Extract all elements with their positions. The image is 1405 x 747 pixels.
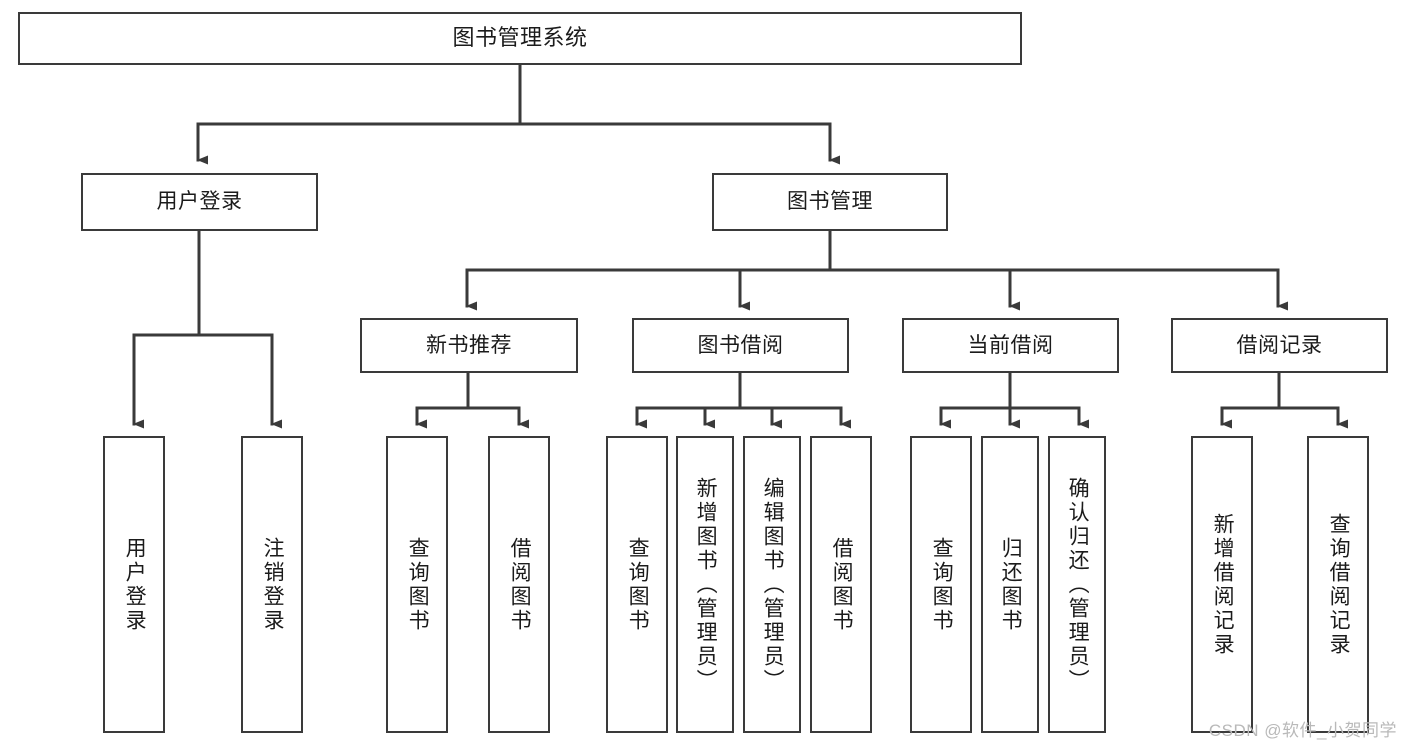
leaf-query-record[interactable]: 查询借阅记录 bbox=[1307, 436, 1369, 733]
leaf-query-book-1[interactable]: 查询图书 bbox=[386, 436, 448, 733]
leaf-query-book-1-label: 查询图书 bbox=[406, 536, 430, 633]
leaf-borrow-book-1[interactable]: 借阅图书 bbox=[488, 436, 550, 733]
node-current-borrow[interactable]: 当前借阅 bbox=[902, 318, 1119, 373]
leaf-user-login[interactable]: 用户登录 bbox=[103, 436, 165, 733]
node-book-management[interactable]: 图书管理 bbox=[712, 173, 948, 231]
leaf-logout-login-label: 注销登录 bbox=[261, 536, 285, 633]
leaf-query-book-2-label: 查询图书 bbox=[626, 536, 650, 633]
node-book-borrow[interactable]: 图书借阅 bbox=[632, 318, 849, 373]
leaf-borrow-book-1-label: 借阅图书 bbox=[508, 536, 532, 633]
leaf-user-login-label: 用户登录 bbox=[123, 536, 147, 633]
node-root[interactable]: 图书管理系统 bbox=[18, 12, 1022, 65]
leaf-return-book[interactable]: 归还图书 bbox=[981, 436, 1039, 733]
node-user-login[interactable]: 用户登录 bbox=[81, 173, 318, 231]
node-current-borrow-label: 当前借阅 bbox=[967, 333, 1054, 357]
leaf-edit-book-label: 编辑图书（管理员） bbox=[761, 476, 785, 693]
leaf-query-record-label: 查询借阅记录 bbox=[1327, 512, 1351, 657]
leaf-add-record-label: 新增借阅记录 bbox=[1211, 512, 1235, 657]
leaf-confirm-return-label: 确认归还（管理员） bbox=[1066, 476, 1090, 693]
leaf-borrow-book-2-label: 借阅图书 bbox=[830, 536, 854, 633]
leaf-query-book-3[interactable]: 查询图书 bbox=[910, 436, 972, 733]
node-root-label: 图书管理系统 bbox=[452, 25, 588, 51]
node-book-management-label: 图书管理 bbox=[787, 190, 873, 214]
leaf-add-book[interactable]: 新增图书（管理员） bbox=[676, 436, 734, 733]
node-new-book-recommend[interactable]: 新书推荐 bbox=[360, 318, 578, 373]
leaf-return-book-label: 归还图书 bbox=[999, 536, 1023, 633]
node-borrow-record[interactable]: 借阅记录 bbox=[1171, 318, 1388, 373]
leaf-add-record[interactable]: 新增借阅记录 bbox=[1191, 436, 1253, 733]
watermark: CSDN @软件_小贺同学 bbox=[1208, 721, 1397, 740]
leaf-logout-login[interactable]: 注销登录 bbox=[241, 436, 303, 733]
node-book-borrow-label: 图书借阅 bbox=[697, 333, 784, 357]
node-borrow-record-label: 借阅记录 bbox=[1236, 333, 1323, 357]
node-user-login-label: 用户登录 bbox=[156, 190, 243, 214]
leaf-add-book-label: 新增图书（管理员） bbox=[694, 476, 718, 693]
leaf-confirm-return[interactable]: 确认归还（管理员） bbox=[1048, 436, 1106, 733]
leaf-edit-book[interactable]: 编辑图书（管理员） bbox=[743, 436, 801, 733]
leaf-query-book-3-label: 查询图书 bbox=[930, 536, 954, 633]
node-new-book-recommend-label: 新书推荐 bbox=[426, 333, 512, 357]
leaf-query-book-2[interactable]: 查询图书 bbox=[606, 436, 668, 733]
leaf-borrow-book-2[interactable]: 借阅图书 bbox=[810, 436, 872, 733]
